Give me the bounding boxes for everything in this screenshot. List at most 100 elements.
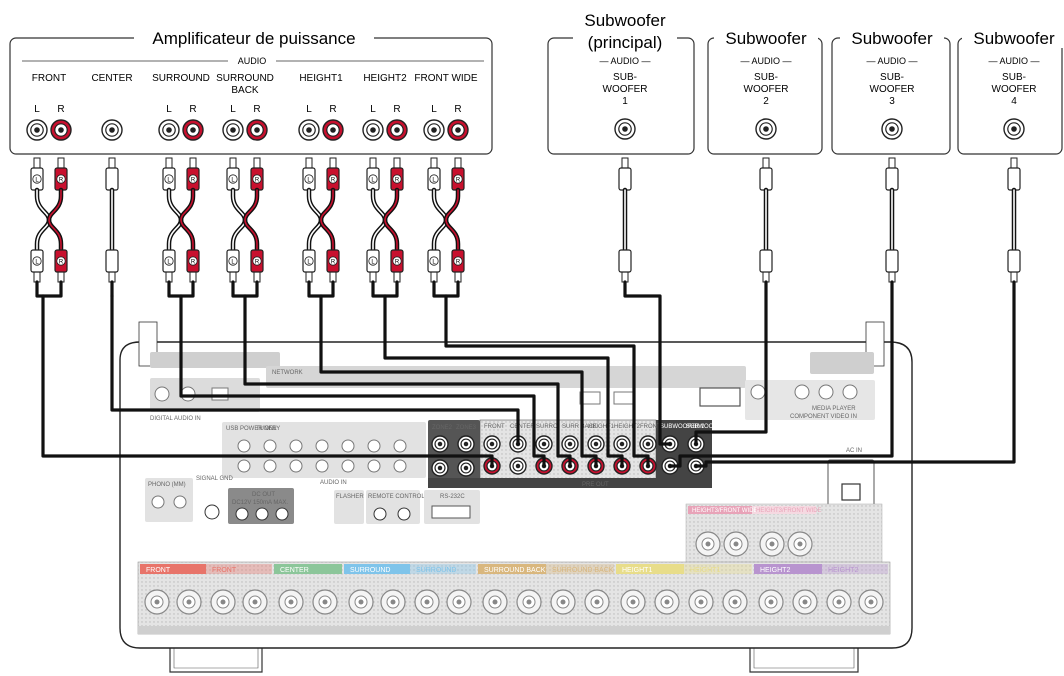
rca-plug-red: R: [390, 157, 404, 191]
audio-in-jack[interactable]: [341, 459, 355, 473]
sub-label-1: SUB-: [1002, 72, 1026, 83]
subwoofer-input-jack[interactable]: [755, 118, 777, 140]
pre-out-jack-l[interactable]: [483, 435, 501, 453]
rca-plug: L: [30, 157, 44, 191]
audio-in-jack[interactable]: [341, 439, 355, 453]
pre-out-jack[interactable]: [509, 457, 527, 475]
rca-plug: [105, 157, 119, 191]
speaker-binding-post[interactable]: [792, 589, 818, 615]
amp-input-jack-l[interactable]: [298, 119, 320, 141]
rca-plug: L: [366, 249, 380, 283]
plug-letter: R: [331, 178, 336, 184]
speaker-binding-post[interactable]: [787, 531, 813, 557]
amp-channel-label: SURROUND: [152, 73, 210, 84]
pre-out-jack-l[interactable]: [587, 435, 605, 453]
subwoofer-input-jack[interactable]: [1003, 118, 1025, 140]
audio-in-jack[interactable]: [393, 439, 407, 453]
speaker-binding-post[interactable]: [516, 589, 542, 615]
audio-in-jack[interactable]: [289, 459, 303, 473]
speaker-binding-post[interactable]: [312, 589, 338, 615]
amp-input-jack-l[interactable]: [222, 119, 244, 141]
speaker-binding-post[interactable]: [654, 589, 680, 615]
zone-out-jack[interactable]: [457, 459, 475, 477]
speaker-binding-post[interactable]: [414, 589, 440, 615]
amp-input-jack[interactable]: [101, 119, 123, 141]
plug-letter: R: [395, 178, 400, 184]
audio-in-jack[interactable]: [367, 459, 381, 473]
audio-in-jack[interactable]: [289, 439, 303, 453]
speaker-binding-post[interactable]: [858, 589, 884, 615]
pre-out-jack-l[interactable]: [613, 435, 631, 453]
zone-out-jack[interactable]: [431, 459, 449, 477]
amp-input-jack-r[interactable]: [246, 119, 268, 141]
amp-left-label: L: [34, 104, 40, 115]
amp-input-jack-r[interactable]: [386, 119, 408, 141]
zone-out-jack[interactable]: [457, 435, 475, 453]
speaker-binding-post[interactable]: [826, 589, 852, 615]
zone2-label: ZONE2: [432, 425, 453, 431]
plug-letter: L: [432, 178, 436, 184]
speaker-binding-post[interactable]: [688, 589, 714, 615]
speaker-binding-post[interactable]: [550, 589, 576, 615]
audio-in-jack[interactable]: [315, 439, 329, 453]
subwoofer-out-label: SUBWOOFER 2: [686, 424, 731, 430]
amp-input-jack-r[interactable]: [322, 119, 344, 141]
rca-plug-red: R: [186, 157, 200, 191]
speaker-binding-post[interactable]: [482, 589, 508, 615]
speaker-binding-post[interactable]: [210, 589, 236, 615]
plug-letter: R: [191, 178, 196, 184]
speaker-binding-post[interactable]: [144, 589, 170, 615]
amp-input-jack-r[interactable]: [50, 119, 72, 141]
audio-in-jack[interactable]: [393, 459, 407, 473]
amp-input-jack-l[interactable]: [362, 119, 384, 141]
speaker-binding-post[interactable]: [620, 589, 646, 615]
speaker-terminal-group: HEIGHT1: [684, 564, 752, 615]
rca-plug: L: [302, 157, 316, 191]
subwoofer-input-jack[interactable]: [881, 118, 903, 140]
speaker-binding-post[interactable]: [722, 589, 748, 615]
pre-out-jack-l[interactable]: [561, 435, 579, 453]
speaker-binding-post[interactable]: [380, 589, 406, 615]
speaker-binding-post[interactable]: [446, 589, 472, 615]
rca-plug-red: R: [250, 157, 264, 191]
speaker-binding-post[interactable]: [584, 589, 610, 615]
subwoofer-title: Subwoofer: [725, 29, 807, 48]
speaker-binding-post[interactable]: [242, 589, 268, 615]
amp-input-jack-l[interactable]: [26, 119, 48, 141]
speaker-binding-post[interactable]: [695, 531, 721, 557]
audio-in-jack[interactable]: [237, 459, 251, 473]
audio-in-jack[interactable]: [263, 439, 277, 453]
sub-label-num: 1: [622, 96, 628, 107]
plug-letter: L: [167, 260, 171, 266]
speaker-binding-post[interactable]: [348, 589, 374, 615]
audio-in-jack[interactable]: [315, 459, 329, 473]
pre-out-jack-l[interactable]: [639, 435, 657, 453]
audio-in-label: AUDIO IN: [320, 480, 347, 486]
audio-in-jack[interactable]: [237, 439, 251, 453]
amp-input-jack-r[interactable]: [182, 119, 204, 141]
rca-plug: L: [226, 249, 240, 283]
subwoofer-title: Subwoofer: [851, 29, 933, 48]
subwoofer-input-jack[interactable]: [614, 118, 636, 140]
audio-in-jack[interactable]: [367, 439, 381, 453]
speaker-binding-post[interactable]: [278, 589, 304, 615]
zone-out-jack[interactable]: [431, 435, 449, 453]
rca-plug-red: R: [250, 249, 264, 283]
plug-letter: L: [307, 260, 311, 266]
amp-input-jack-l[interactable]: [423, 119, 445, 141]
pre-out-jack-l[interactable]: [535, 435, 553, 453]
speaker-terminal-label: FRONT: [212, 567, 237, 574]
plug-letter: L: [167, 178, 171, 184]
audio-in-jack[interactable]: [263, 459, 277, 473]
plug-letter: R: [456, 178, 461, 184]
speaker-binding-post[interactable]: [723, 531, 749, 557]
amp-input-jack-r[interactable]: [447, 119, 469, 141]
component-video-label: COMPONENT VIDEO IN: [790, 414, 857, 420]
speaker-binding-post[interactable]: [759, 531, 785, 557]
amp-input-jack-l[interactable]: [158, 119, 180, 141]
speaker-binding-post[interactable]: [758, 589, 784, 615]
plug-letter: R: [59, 260, 64, 266]
speaker-binding-post[interactable]: [176, 589, 202, 615]
